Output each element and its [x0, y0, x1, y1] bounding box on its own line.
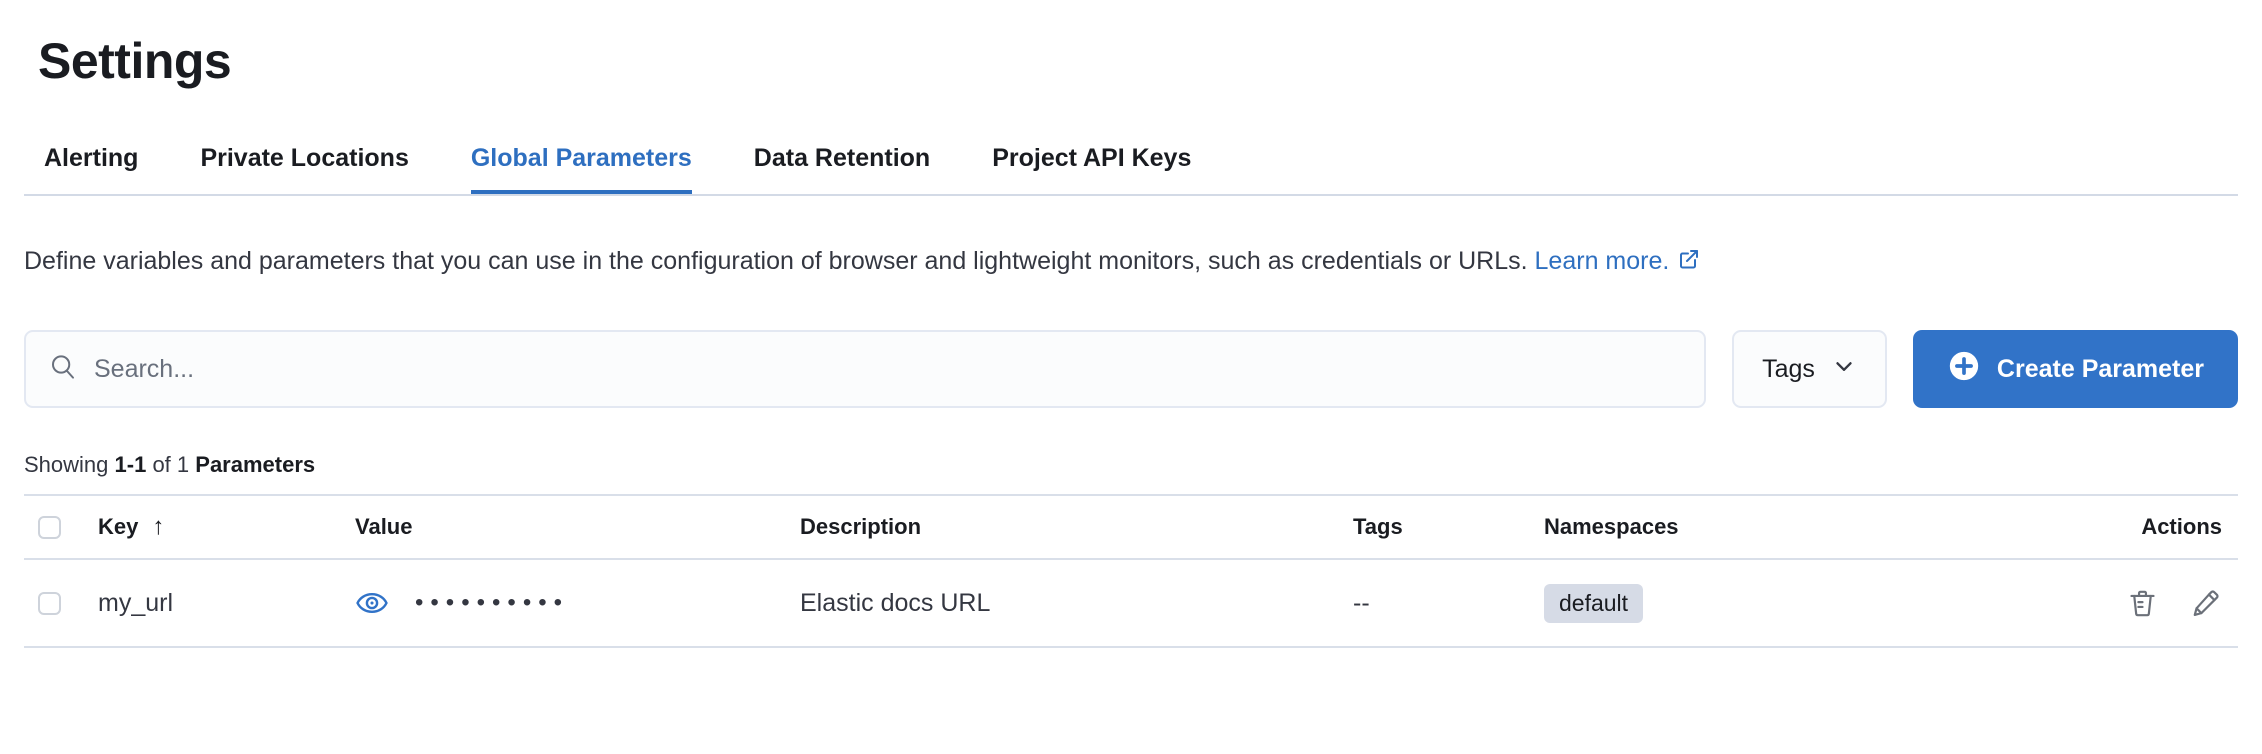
parameters-table: Key ↑ Value Description Tags Namespaces …: [24, 494, 2238, 648]
row-key-cell: my_url: [98, 588, 174, 617]
row-description-cell: Elastic docs URL: [800, 588, 991, 617]
sort-ascending-icon: ↑: [152, 513, 165, 540]
create-parameter-button[interactable]: Create Parameter: [1912, 330, 2238, 408]
row-actions-cell: [2088, 587, 2238, 620]
eye-icon[interactable]: [355, 586, 389, 620]
row-tags-cell: --: [1353, 588, 1370, 617]
table-row: my_url •••••••••• Elastic docs URL -- de…: [24, 560, 2238, 648]
create-parameter-label: Create Parameter: [1996, 354, 2204, 383]
learn-more-link[interactable]: Learn more.: [1535, 247, 1702, 275]
namespace-badge: default: [1544, 583, 1644, 623]
results-summary: Showing 1-1 of 1 Parameters: [24, 452, 2238, 478]
settings-tabs: Alerting Private Locations Global Parame…: [24, 144, 2238, 196]
summary-of: of 1: [152, 452, 190, 477]
summary-showing: Showing: [24, 452, 109, 477]
search-icon: [48, 352, 78, 387]
summary-entity: Parameters: [195, 452, 316, 477]
tags-filter-button[interactable]: Tags: [1732, 330, 1887, 408]
page-description: Define variables and parameters that you…: [24, 236, 2224, 288]
parameters-toolbar: Tags Create Parameter: [24, 330, 2238, 408]
summary-range: 1-1: [114, 452, 147, 477]
search-input[interactable]: [94, 354, 1683, 384]
column-header-tags: Tags: [1353, 514, 1403, 539]
tab-global-parameters[interactable]: Global Parameters: [470, 144, 692, 194]
page-title: Settings: [38, 33, 232, 89]
tags-filter-label: Tags: [1762, 354, 1815, 383]
tab-private-locations[interactable]: Private Locations: [200, 144, 409, 172]
masked-value: ••••••••••: [415, 589, 570, 616]
plus-circle-icon: [1947, 349, 1981, 390]
delete-icon[interactable]: [2126, 587, 2159, 620]
tab-alerting[interactable]: Alerting: [44, 144, 139, 172]
chevron-down-icon: [1831, 353, 1857, 386]
column-header-namespaces: Namespaces: [1544, 514, 1679, 539]
table-header-row: Key ↑ Value Description Tags Namespaces …: [24, 494, 2238, 560]
tab-data-retention[interactable]: Data Retention: [753, 144, 931, 172]
column-header-key-label: Key: [98, 514, 139, 539]
row-checkbox-cell: [24, 591, 98, 615]
column-header-description: Description: [800, 514, 922, 539]
row-namespaces-cell: default: [1544, 583, 2088, 623]
description-text: Define variables and parameters that you…: [24, 247, 1528, 275]
learn-more-label: Learn more.: [1534, 247, 1670, 275]
column-header-value: Value: [355, 514, 413, 539]
select-all-checkbox[interactable]: [38, 515, 61, 539]
row-value-cell: ••••••••••: [355, 586, 800, 620]
edit-icon[interactable]: [2189, 587, 2222, 620]
row-checkbox[interactable]: [38, 591, 61, 615]
column-header-actions: Actions: [2141, 514, 2222, 539]
column-header-key[interactable]: Key ↑: [98, 513, 355, 541]
tab-project-api-keys[interactable]: Project API Keys: [992, 144, 1192, 172]
search-box: [24, 330, 1707, 408]
external-link-icon: [1677, 238, 1701, 288]
header-checkbox-cell: [24, 515, 98, 539]
